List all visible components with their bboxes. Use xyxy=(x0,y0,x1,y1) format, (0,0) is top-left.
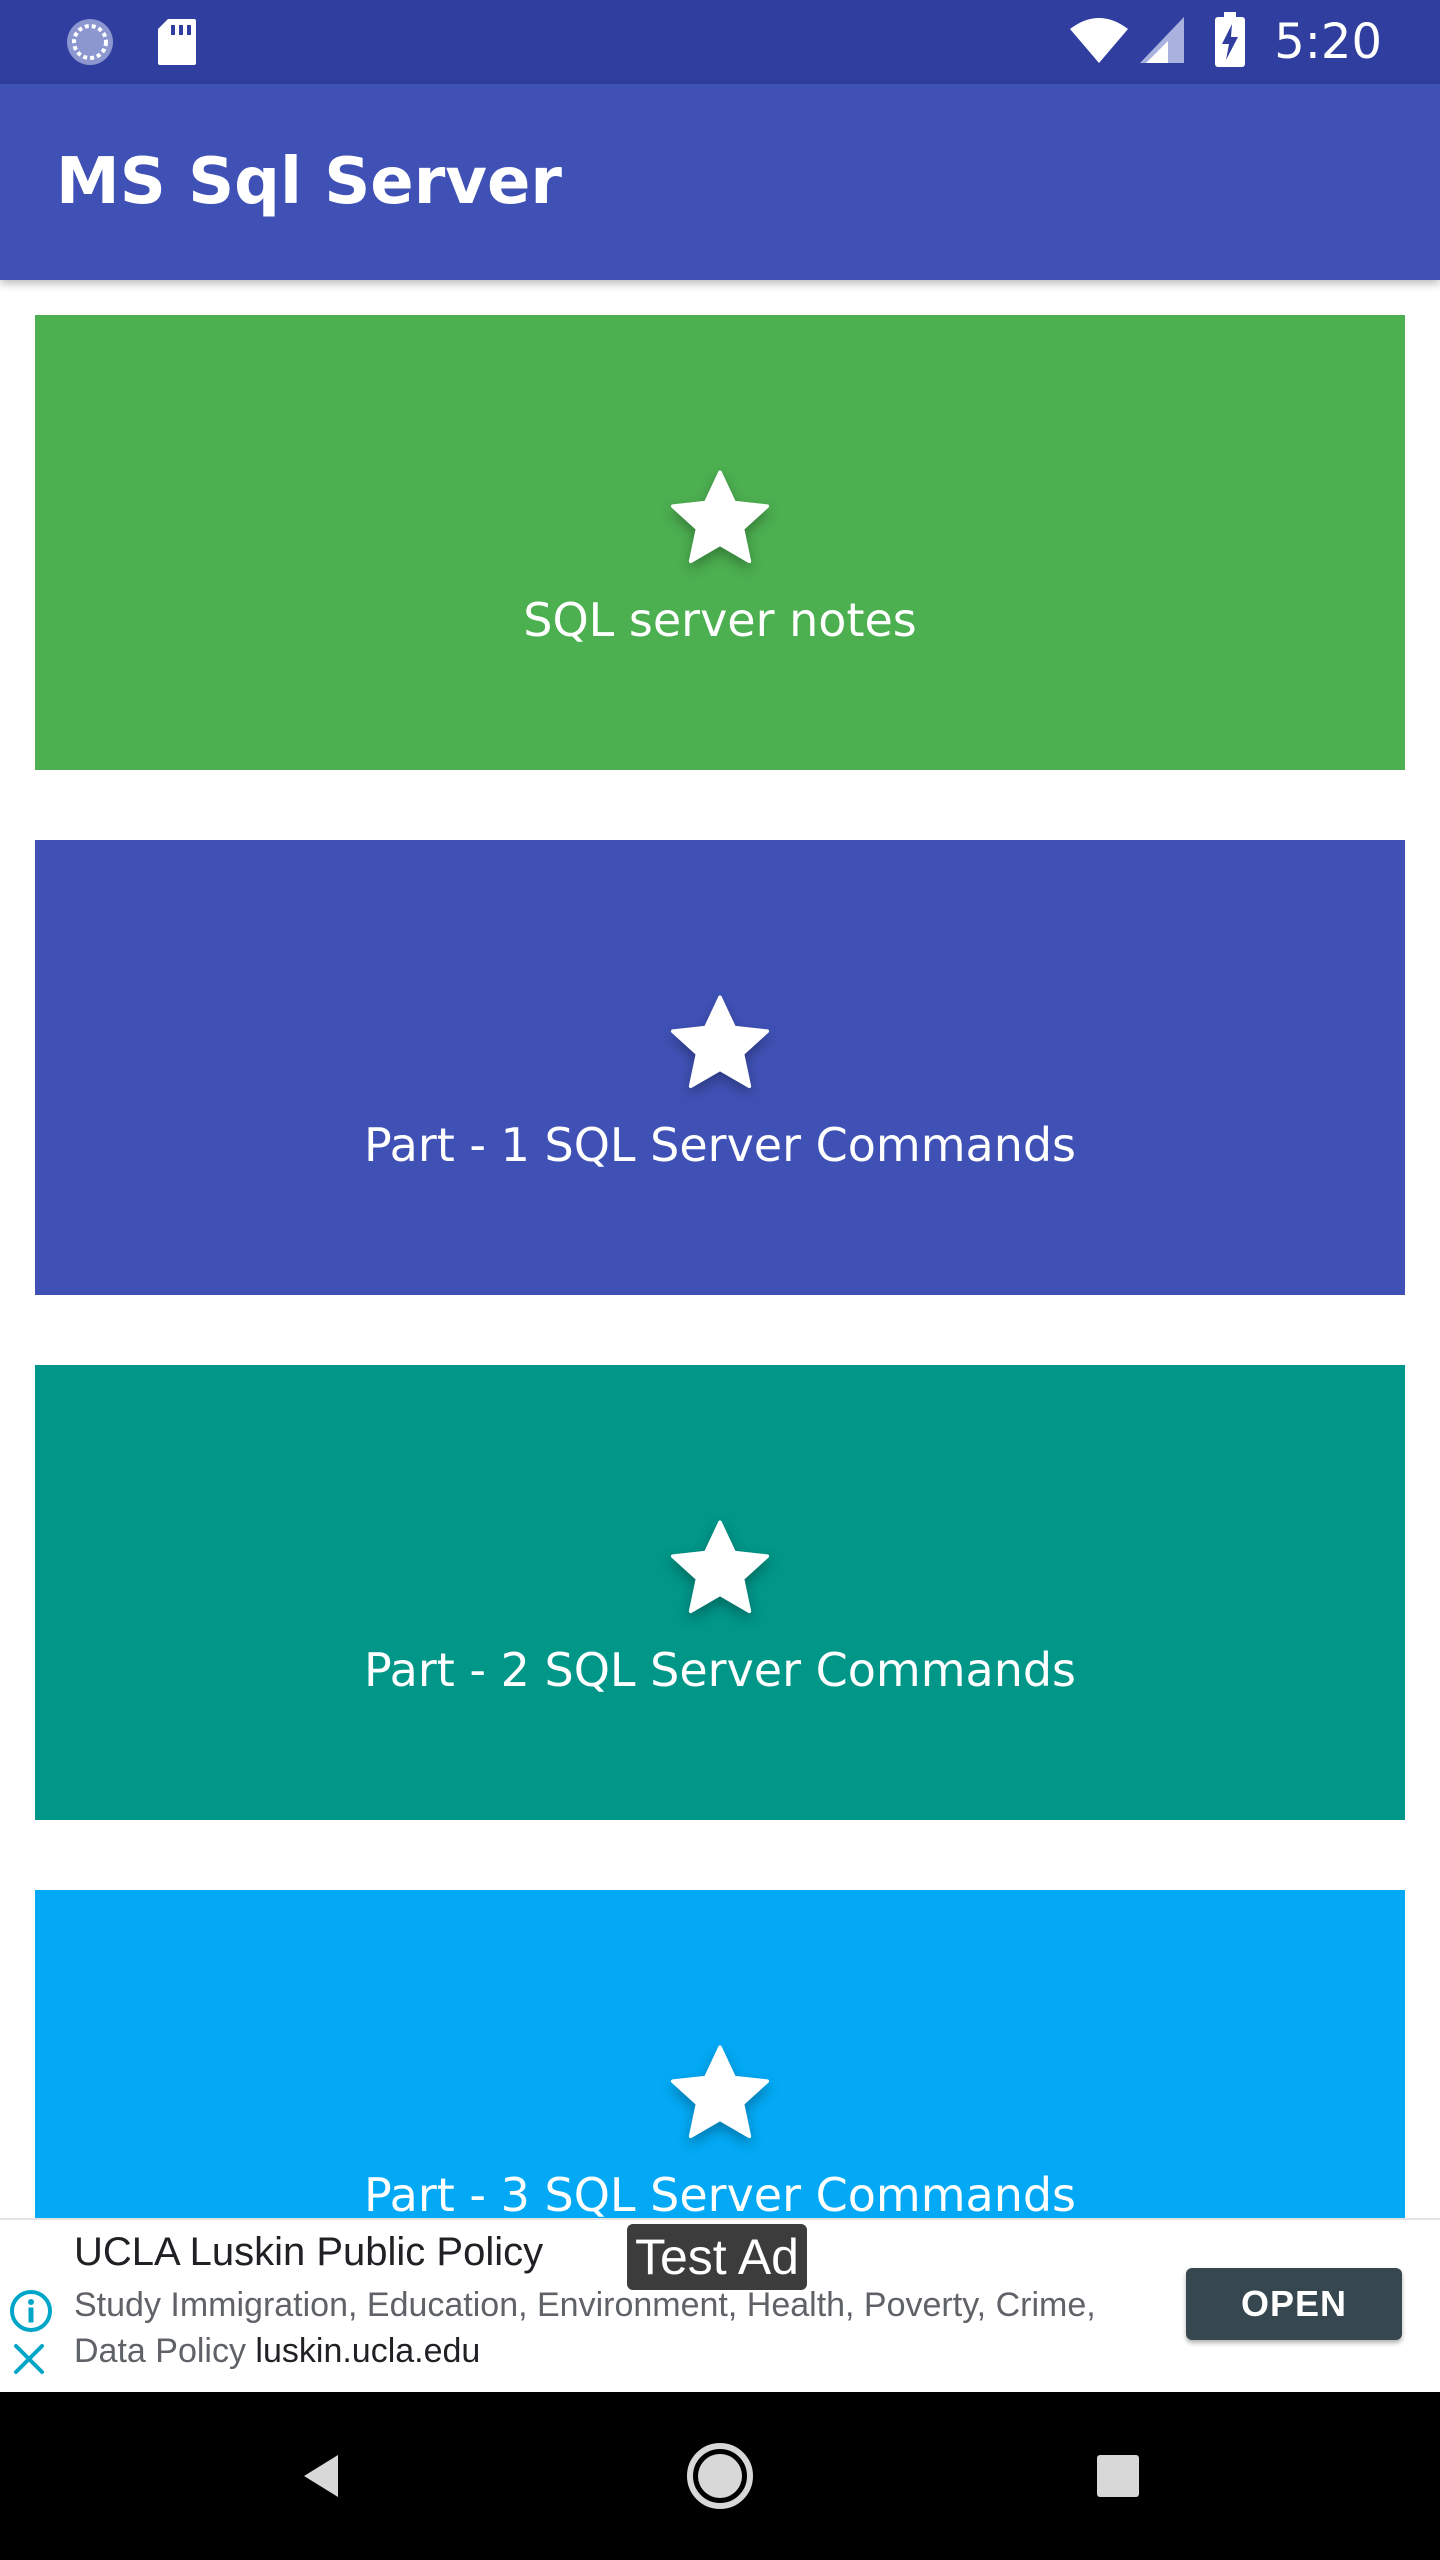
close-icon[interactable] xyxy=(8,2338,50,2380)
star-icon xyxy=(670,1520,770,1613)
card-part-3-commands[interactable]: Part - 3 SQL Server Commands xyxy=(35,1890,1405,2218)
back-button[interactable] xyxy=(280,2392,360,2560)
wifi-icon xyxy=(1068,15,1130,69)
app-bar: MS Sql Server xyxy=(0,84,1440,280)
recents-icon xyxy=(1097,2455,1139,2497)
ad-banner[interactable]: UCLA Luskin Public Policy Test Ad Study … xyxy=(0,2218,1440,2394)
cell-signal-icon xyxy=(1138,15,1186,69)
star-icon xyxy=(670,470,770,563)
card-sql-server-notes[interactable]: SQL server notes xyxy=(35,315,1405,770)
sync-icon xyxy=(62,0,118,84)
ad-title[interactable]: UCLA Luskin Public Policy xyxy=(74,2230,544,2274)
card-label: Part - 2 SQL Server Commands xyxy=(363,1642,1077,1697)
home-button[interactable] xyxy=(672,2392,768,2560)
back-icon xyxy=(304,2455,338,2497)
card-label: SQL server notes xyxy=(523,592,917,647)
battery-charging-icon xyxy=(1214,12,1246,72)
navigation-bar xyxy=(0,2392,1440,2560)
app-title: MS Sql Server xyxy=(56,145,562,219)
ad-description[interactable]: Study Immigration, Education, Environmen… xyxy=(74,2282,1154,2374)
card-label: Part - 1 SQL Server Commands xyxy=(363,1117,1077,1172)
card-part-2-commands[interactable]: Part - 2 SQL Server Commands xyxy=(35,1365,1405,1820)
test-ad-tag: Test Ad xyxy=(627,2224,807,2290)
ad-open-button[interactable]: OPEN xyxy=(1186,2268,1402,2340)
card-part-1-commands[interactable]: Part - 1 SQL Server Commands xyxy=(35,840,1405,1295)
recents-button[interactable] xyxy=(1076,2392,1160,2560)
clock: 5:20 xyxy=(1274,14,1382,70)
star-icon xyxy=(670,995,770,1088)
star-icon xyxy=(670,2045,770,2138)
ad-domain: luskin.ucla.edu xyxy=(255,2332,481,2370)
card-label: Part - 3 SQL Server Commands xyxy=(363,2167,1077,2219)
sd-card-icon xyxy=(152,0,202,84)
status-bar: 5:20 xyxy=(0,0,1440,84)
home-icon xyxy=(687,2443,753,2509)
ad-description-text: Study Immigration, Education, Environmen… xyxy=(74,2286,1096,2370)
card-list[interactable]: SQL server notes Part - 1 SQL Server Com… xyxy=(0,280,1440,2218)
info-icon[interactable] xyxy=(8,2288,54,2334)
